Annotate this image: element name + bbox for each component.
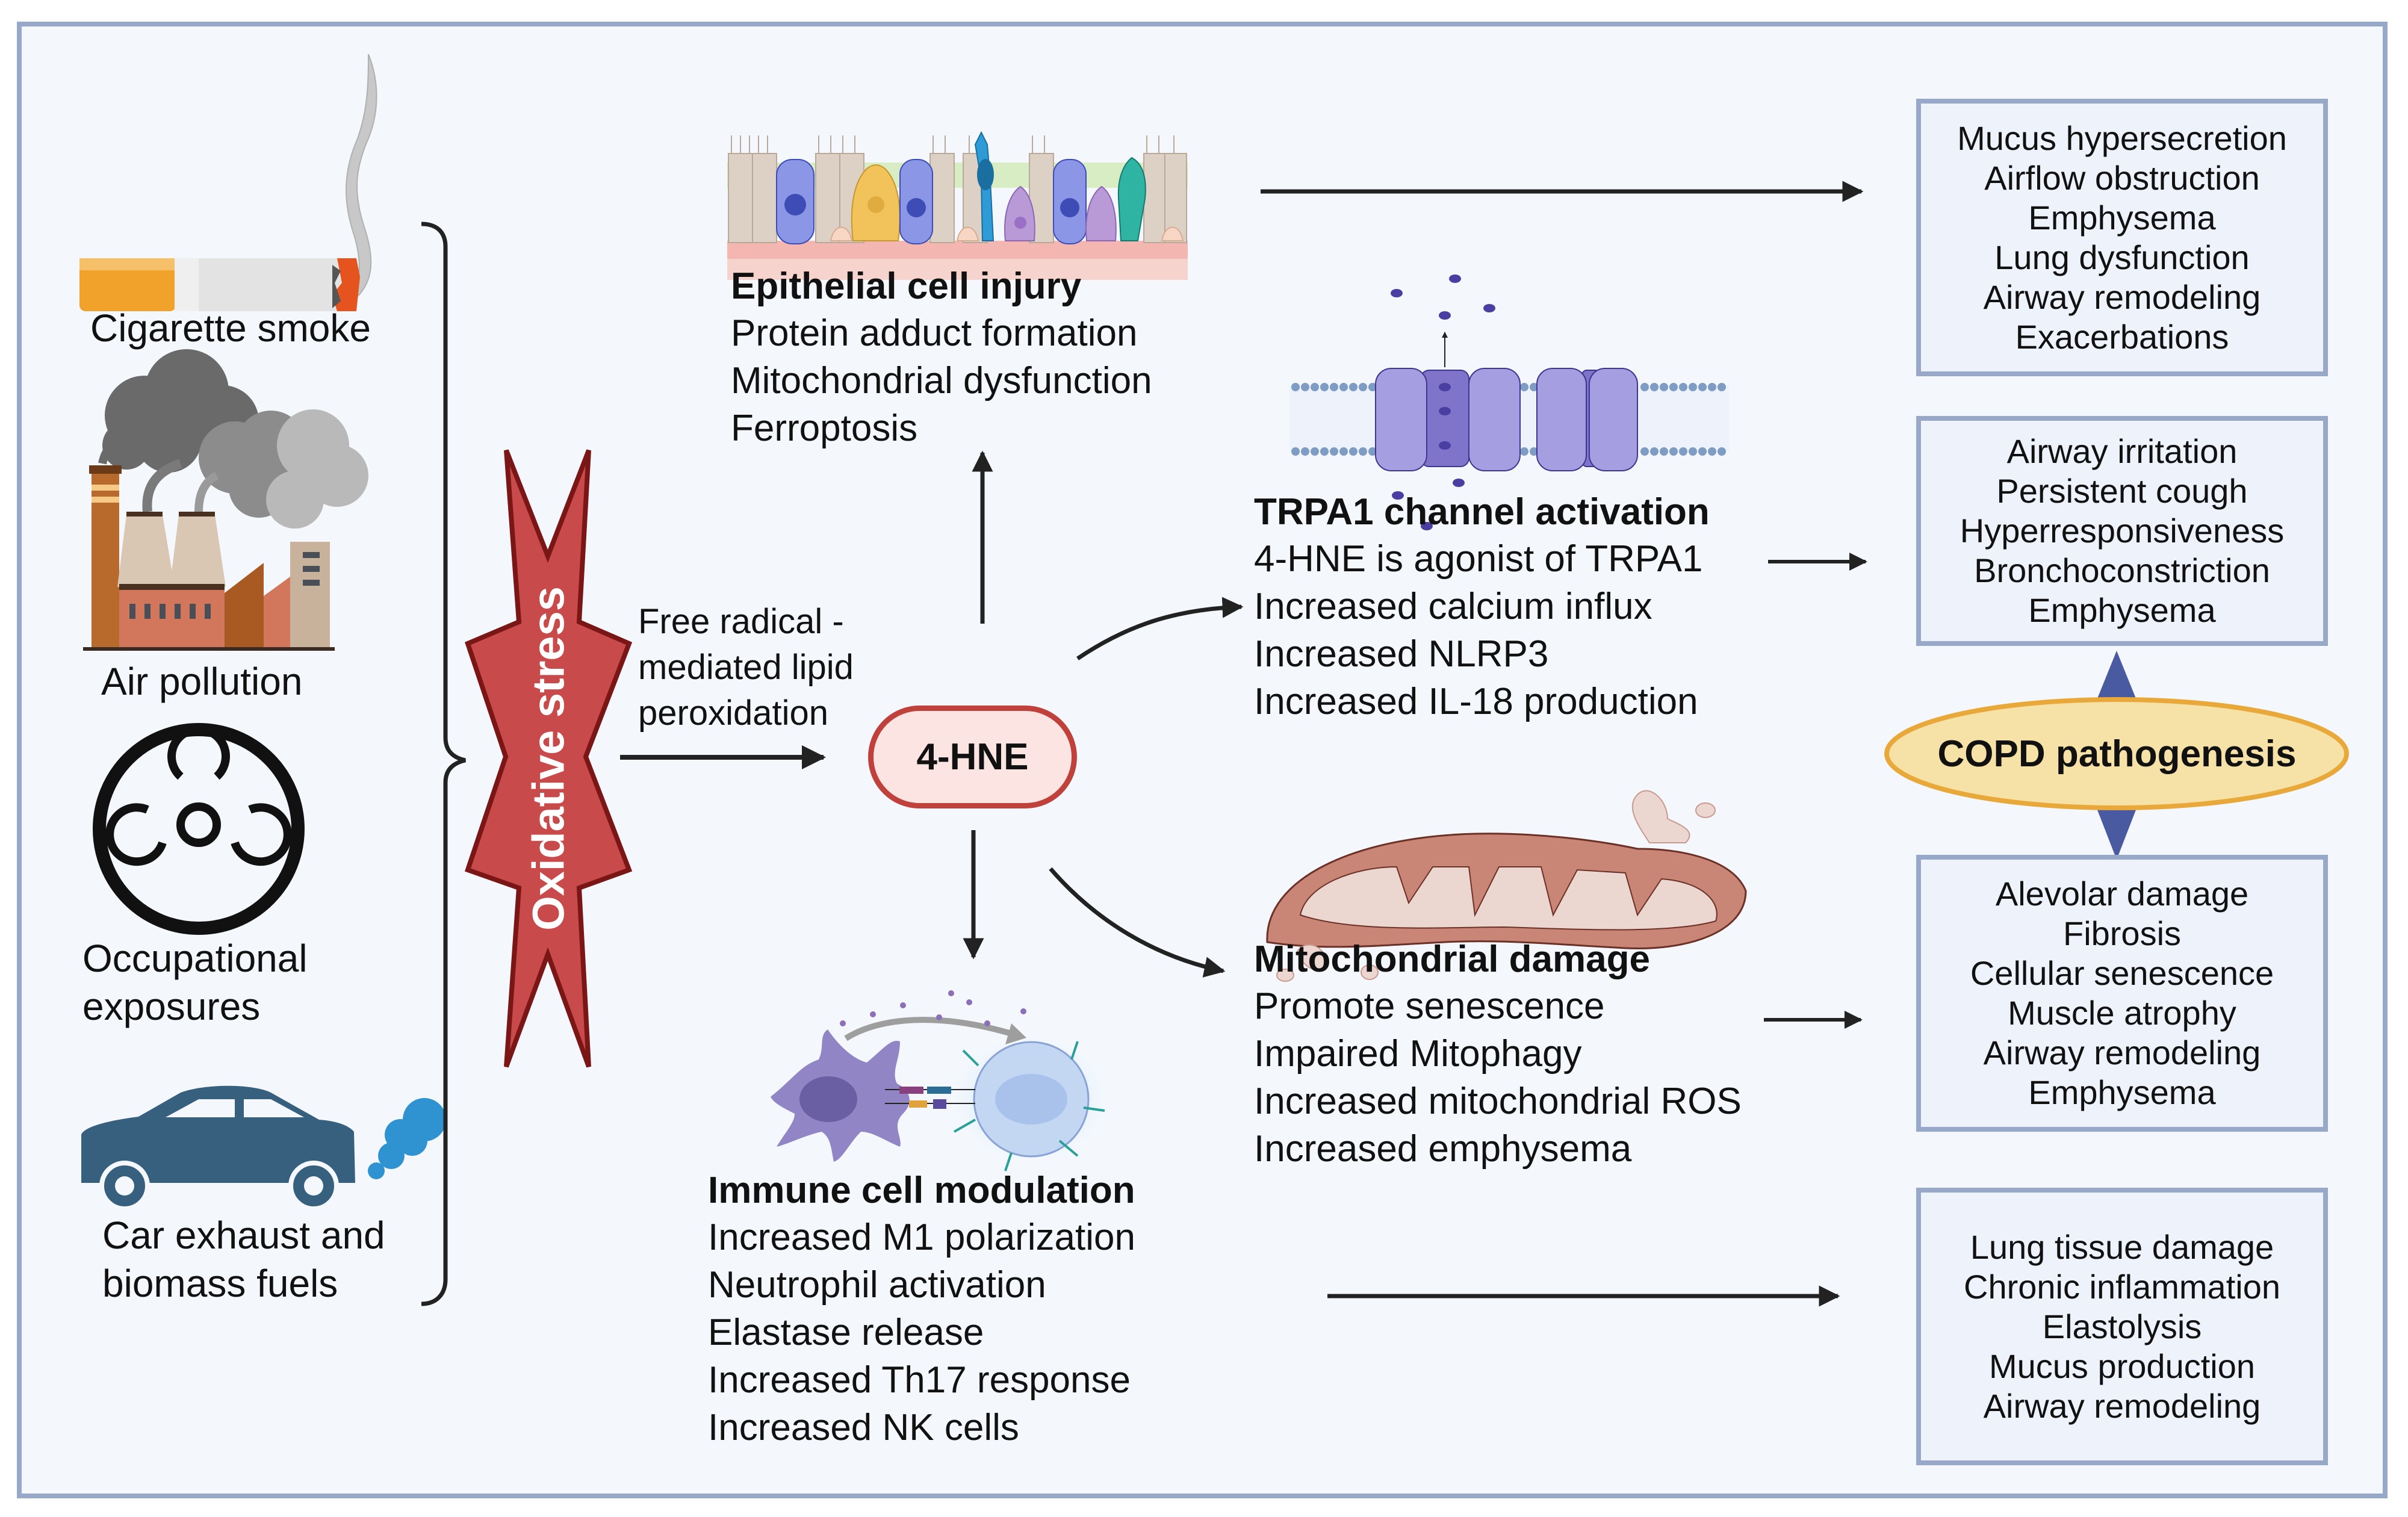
copd-ellipse [1884, 697, 2349, 810]
outcome-item: Persistent cough [1996, 472, 2248, 510]
outcome-box-4: Lung tissue damage Chronic inflammation … [1916, 1188, 2328, 1465]
mechanism-immune: Immune cell modulation Increased M1 pola… [708, 1168, 1135, 1451]
outcome-item: Emphysema [2028, 198, 2216, 237]
outcome-item: Lung tissue damage [1970, 1227, 2274, 1266]
outcome-item: Airway irritation [2006, 432, 2238, 470]
oxidative-stress-label: Oxidative stress [523, 586, 574, 931]
mechanism-mitochondrial: Mitochondrial damage Promote senescence … [1254, 937, 1742, 1173]
mechanism-item: Increased NLRP3 [1254, 633, 1549, 675]
outcome-item: Cellular senescence [1970, 954, 2274, 992]
source-label-occupational: Occupational exposures [82, 934, 308, 1031]
mechanism-epithelial: Epithelial cell injury Protein adduct fo… [731, 264, 1152, 452]
mechanism-title: Epithelial cell injury [731, 265, 1082, 307]
mechanism-title: TRPA1 channel activation [1254, 491, 1710, 533]
outcome-item: Exacerbations [2015, 317, 2229, 356]
mechanism-item: Promote senescence [1254, 985, 1605, 1027]
outcome-item: Airway remodeling [1983, 1034, 2261, 1072]
mechanism-item: Ferroptosis [731, 408, 918, 449]
copd-pathogenesis-node: COPD pathogenesis [1885, 698, 2348, 809]
hne-label: 4-HNE [916, 736, 1029, 778]
factory-pollution-icon [83, 349, 368, 651]
mechanism-item: Increased NK cells [708, 1407, 1019, 1448]
mechanism-item: Mitochondrial dysfunction [731, 360, 1152, 402]
cigarette-icon [79, 54, 377, 311]
lipid-label-line: Free radical - [638, 602, 844, 641]
mechanism-item: Increased calcium influx [1254, 586, 1652, 627]
source-label-car-exhaust: Car exhaust and biomass fuels [102, 1211, 385, 1308]
copd-label: COPD pathogenesis [1937, 733, 2297, 775]
biohazard-icon [93, 723, 305, 935]
mechanism-item: 4-HNE is agonist of TRPA1 [1254, 538, 1703, 580]
mechanism-item: Increased M1 polarization [708, 1217, 1135, 1258]
outcome-box-2: Airway irritation Persistent cough Hyper… [1916, 416, 2328, 646]
source-label-air-pollution: Air pollution [101, 657, 302, 706]
outcome-item: Airflow obstruction [1984, 158, 2260, 197]
outcome-item: Elastolysis [2042, 1307, 2202, 1345]
mechanism-item: Increased IL-18 production [1254, 681, 1698, 722]
source-label-line: Cigarette smoke [90, 306, 371, 350]
immune-cells-icon [771, 990, 1108, 1171]
outcome-item: Airway remodeling [1983, 1386, 2261, 1425]
mechanism-trpa1: TRPA1 channel activation 4-HNE is agonis… [1254, 489, 1710, 725]
source-label-line: biomass fuels [102, 1262, 338, 1305]
outcome-item: Mucus hypersecretion [1957, 119, 2287, 157]
mechanism-title: Mitochondrial damage [1254, 938, 1650, 980]
arrow-hne-to-mitochondria [1049, 867, 1226, 978]
connector-triangle-up [2094, 651, 2140, 707]
outcome-item: Bronchoconstriction [1974, 551, 2270, 589]
outcome-item: Mucus production [1988, 1347, 2255, 1385]
damaged-mitochondrion-icon [1266, 790, 1747, 982]
mechanism-item: Increased Th17 response [708, 1359, 1131, 1401]
outcome-item: Emphysema [2028, 1073, 2216, 1111]
mechanism-item: Elastase release [708, 1312, 984, 1353]
lipid-peroxidation-label: Free radical - mediated lipid peroxidati… [638, 599, 854, 736]
connector-triangle-down [2094, 801, 2140, 860]
oxidative-stress-burst [464, 449, 633, 1068]
mechanism-item: Increased emphysema [1254, 1128, 1632, 1170]
mechanism-item: Neutrophil activation [708, 1264, 1046, 1306]
source-label-line: Occupational [82, 937, 308, 980]
outcome-item: Fibrosis [2062, 914, 2182, 952]
outcome-item: Alevolar damage [1995, 875, 2249, 913]
arrow-hne-to-trpa1 [1076, 597, 1244, 660]
mechanism-title: Immune cell modulation [708, 1170, 1135, 1211]
lipid-label-line: peroxidation [638, 693, 828, 733]
grouping-brace [421, 222, 466, 1306]
source-label-line: exposures [82, 985, 261, 1028]
car-exhaust-icon [81, 1085, 446, 1211]
outcome-item: Chronic inflammation [1964, 1267, 2280, 1306]
mechanism-item: Impaired Mitophagy [1254, 1033, 1582, 1075]
mechanism-item: Increased mitochondrial ROS [1254, 1081, 1742, 1122]
mechanism-item: Protein adduct formation [731, 312, 1138, 354]
outcome-item: Emphysema [2028, 591, 2216, 629]
ion-channel-icon [1289, 275, 1729, 530]
hne-node: 4-HNE [868, 706, 1077, 808]
outcome-item: Lung dysfunction [1994, 238, 2250, 276]
outcome-item: Muscle atrophy [2008, 994, 2236, 1032]
source-label-line: Air pollution [101, 660, 303, 703]
outcome-box-1: Mucus hypersecretion Airflow obstruction… [1916, 99, 2328, 376]
outcome-item: Hyperresponsiveness [1960, 512, 2285, 550]
epithelium-icon [727, 131, 1188, 280]
outcome-item: Airway remodeling [1983, 278, 2261, 316]
source-label-cigarette: Cigarette smoke [90, 304, 371, 352]
outcome-box-3: Alevolar damage Fibrosis Cellular senesc… [1916, 855, 2328, 1132]
source-label-line: Car exhaust and [102, 1214, 385, 1257]
lipid-label-line: mediated lipid [638, 648, 854, 687]
